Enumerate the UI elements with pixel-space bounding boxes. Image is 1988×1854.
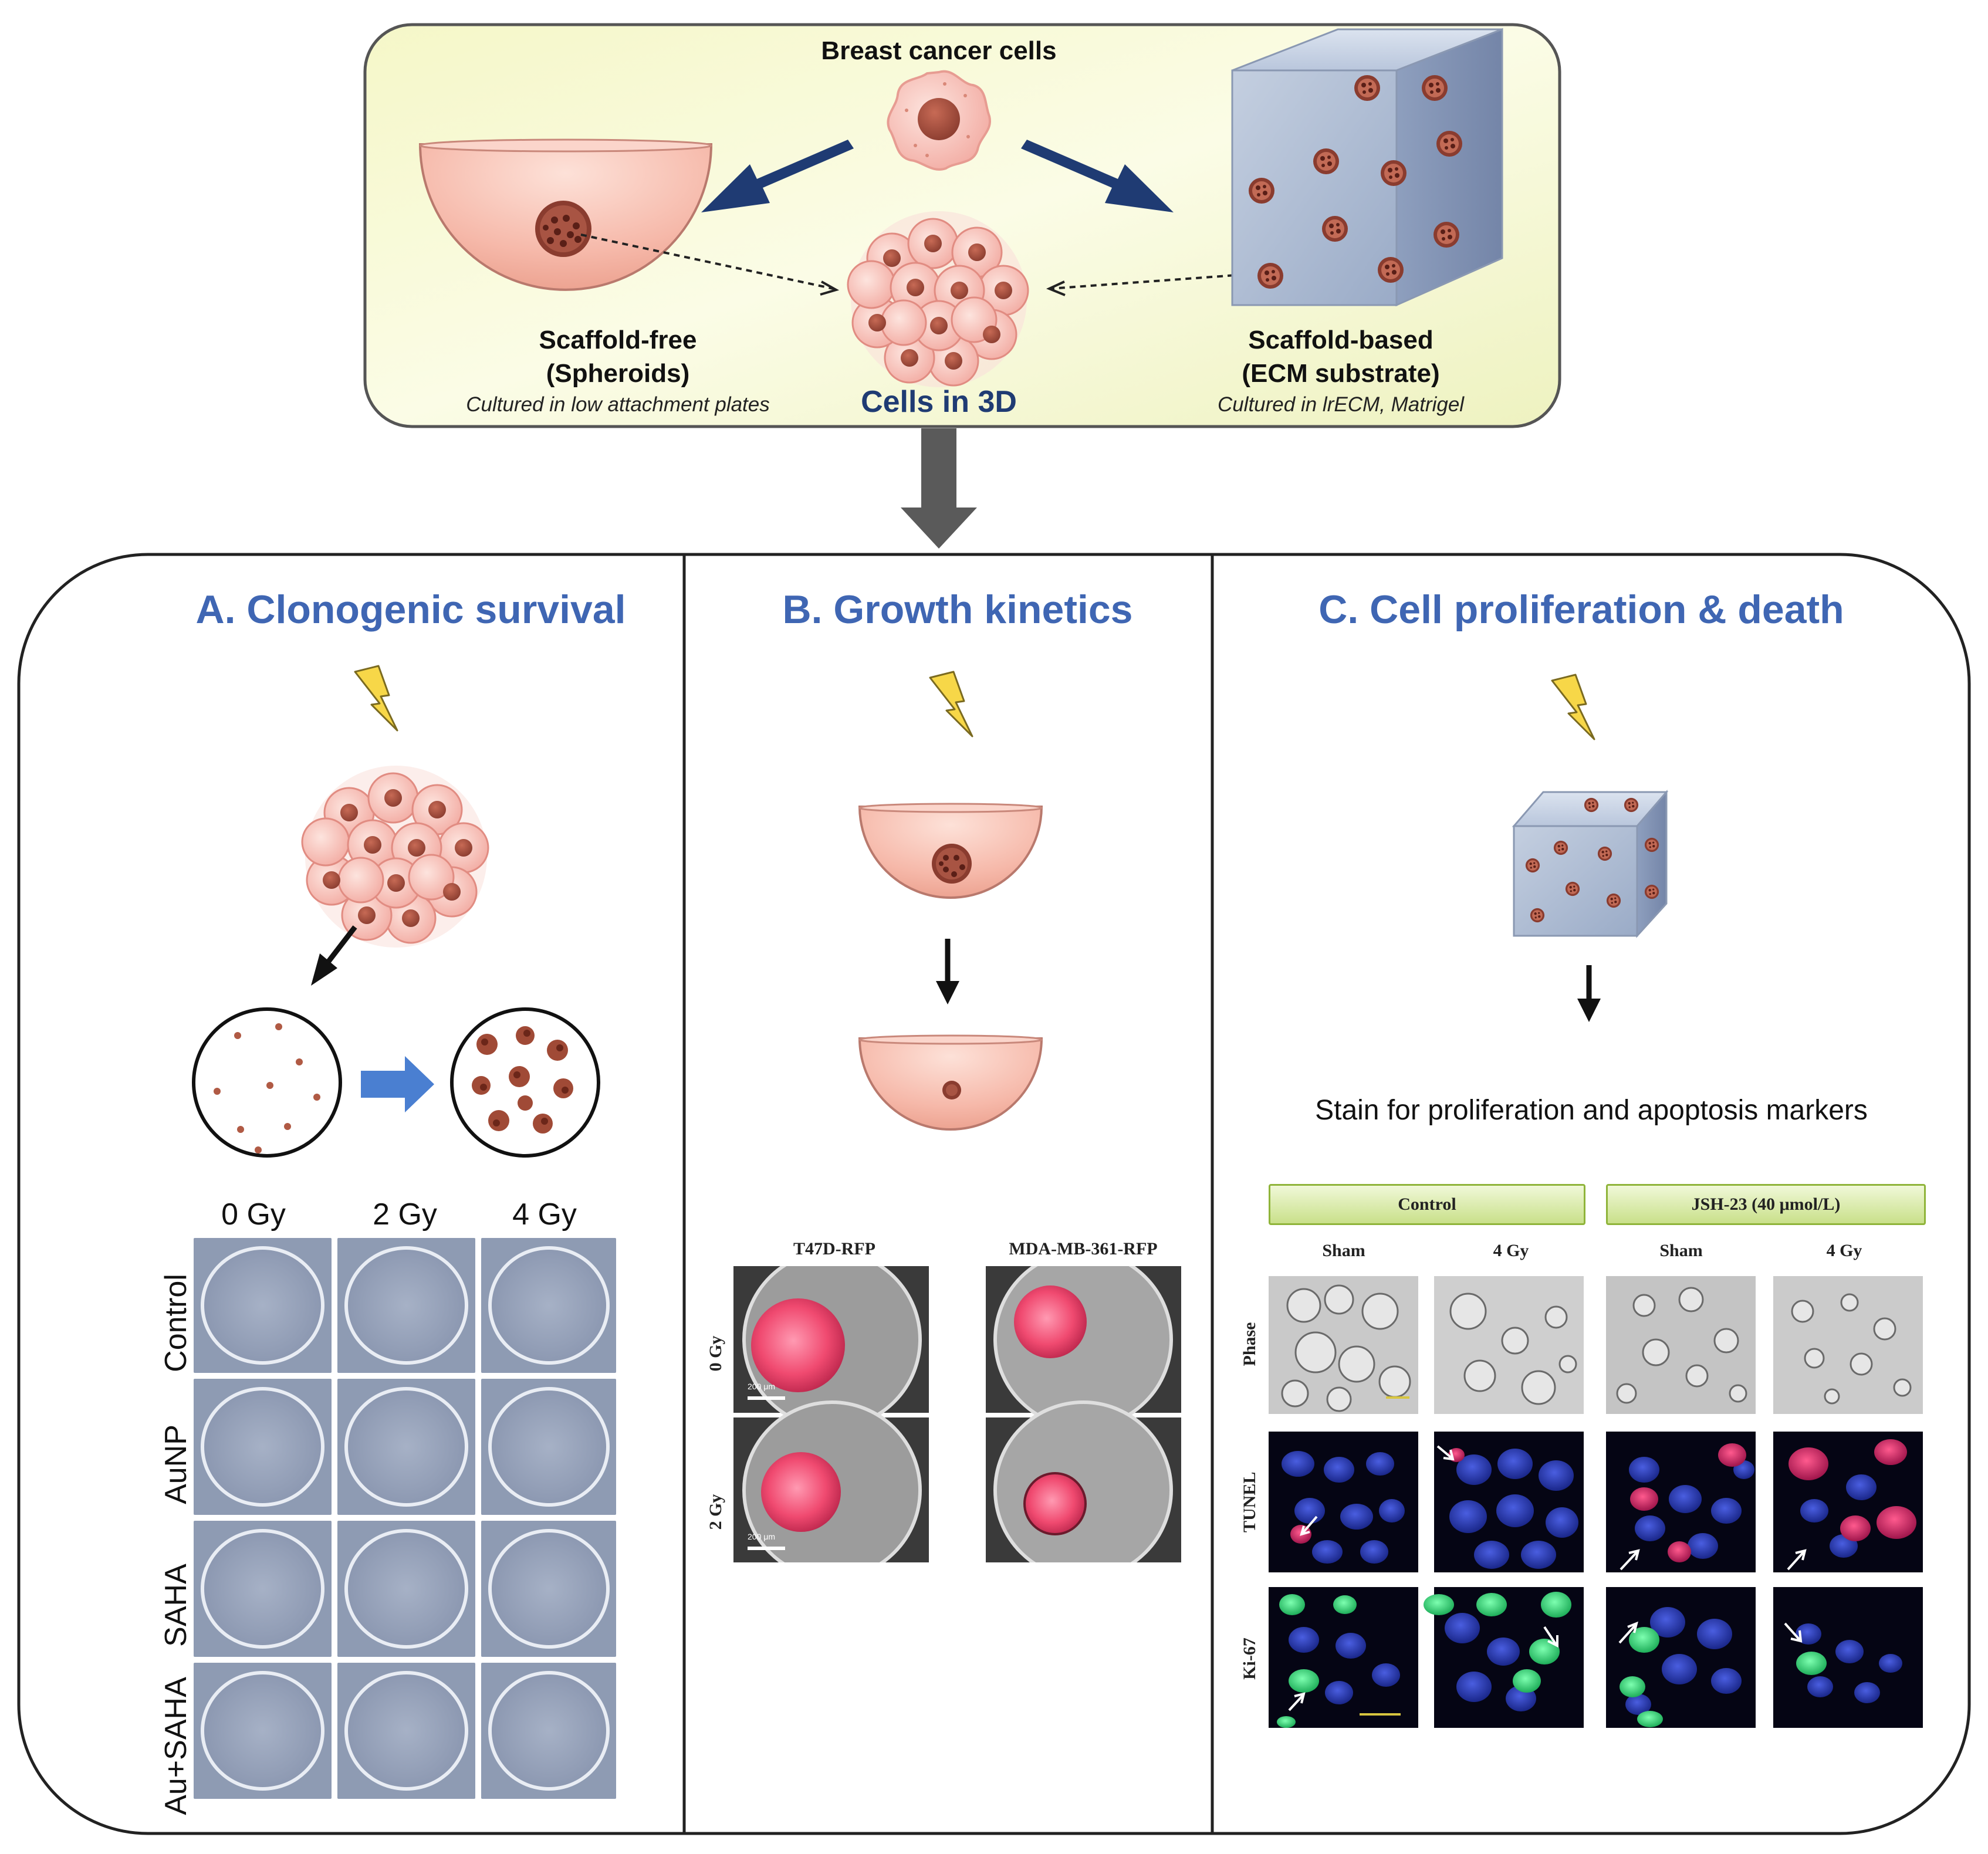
well-saha-2gy [337, 1521, 475, 1657]
row-label-phase: Phase [1240, 1322, 1259, 1366]
spheroid-dish-b-before [858, 803, 1043, 899]
row-label-aunp: AuNP [159, 1425, 193, 1504]
well-saha-4gy [481, 1521, 616, 1657]
row-label-ki67: Ki-67 [1240, 1638, 1259, 1680]
growth-micrographs [733, 1266, 1181, 1562]
well-aunp-0gy [194, 1379, 332, 1515]
scaffold-based-title: Scaffold-based [1248, 326, 1433, 354]
row-label-au-saha: Au+SAHA [159, 1677, 193, 1815]
dose-4gy-a: 4 Gy [512, 1197, 577, 1232]
arrow-down-c [1577, 965, 1601, 1022]
dashed-arrows [580, 234, 1245, 296]
ecm-cube-c [1512, 789, 1669, 938]
tunel-row [1269, 1432, 1923, 1572]
scaffold-free-title: Scaffold-free [539, 326, 697, 354]
panel-a-title: A. Clonogenic survival [195, 587, 626, 632]
well-control-4gy [481, 1238, 616, 1373]
stain-caption: Stain for proliferation and apoptosis ma… [1315, 1095, 1868, 1126]
scaffold-free-subtitle: (Spheroids) [546, 359, 690, 388]
arrow-to-ecm [1021, 140, 1174, 212]
ecm-cube [1231, 28, 1503, 307]
annotation-arrows [1288, 1445, 1807, 1711]
cells-in-3d-cluster [847, 211, 1029, 387]
dose-0gy-b: 0 Gy [706, 1335, 725, 1372]
main-down-arrow [901, 428, 977, 549]
group-header-jsh23: JSH-23 (40 μmol/L) [1606, 1184, 1926, 1225]
dose-2gy-b: 2 Gy [706, 1494, 725, 1530]
cell-line-t47d: T47D-RFP [793, 1239, 875, 1258]
well-ausaha-0gy [194, 1663, 332, 1799]
well-control-2gy [337, 1238, 475, 1373]
condition-4gy-1: 4 Gy [1493, 1241, 1529, 1260]
phase-row [1269, 1276, 1923, 1414]
scale-bar-label-1: 200 μm [748, 1382, 775, 1391]
condition-4gy-2: 4 Gy [1826, 1241, 1862, 1260]
top-title: Breast cancer cells [821, 36, 1057, 65]
group-label-jsh23: JSH-23 (40 μmol/L) [1691, 1195, 1841, 1214]
petri-dish-colonies [450, 1007, 600, 1158]
cell-line-mda: MDA-MB-361-RFP [1009, 1239, 1158, 1258]
spheroid-dish-b-after [858, 1034, 1043, 1131]
dose-0gy-a: 0 Gy [221, 1197, 286, 1232]
arrow-to-spheroid [701, 140, 854, 212]
single-cancer-cell [887, 70, 992, 171]
row-label-control: Control [159, 1274, 193, 1372]
group-label-control: Control [1398, 1195, 1456, 1214]
scale-bar-label-2: 200 μm [748, 1532, 775, 1541]
well-ausaha-4gy [481, 1663, 616, 1799]
well-ausaha-2gy [337, 1663, 475, 1799]
well-control-0gy [194, 1238, 332, 1373]
well-aunp-4gy [481, 1379, 616, 1515]
group-header-control: Control [1269, 1184, 1585, 1225]
cells-in-3d-label: Cells in 3D [861, 385, 1017, 419]
scaffold-based-subtitle: (ECM substrate) [1242, 359, 1440, 388]
condition-sham-2: Sham [1659, 1241, 1703, 1260]
scaffold-based-note: Cultured in lrECM, Matrigel [1217, 393, 1465, 416]
ki67-row [1269, 1587, 1923, 1728]
row-label-saha: SAHA [159, 1564, 193, 1647]
scaffold-free-note: Cultured in low attachment plates [466, 393, 770, 416]
blue-arrow-a [361, 1056, 434, 1112]
arrow-down-b [936, 939, 959, 1004]
spheroid-dish [418, 138, 713, 291]
dose-2gy-a: 2 Gy [373, 1197, 437, 1232]
panel-b-title: B. Growth kinetics [782, 587, 1133, 632]
row-label-tunel: TUNEL [1240, 1471, 1259, 1532]
condition-sham-1: Sham [1322, 1241, 1365, 1260]
arrow-to-dish-a [311, 925, 357, 986]
well-aunp-2gy [337, 1379, 475, 1515]
stain-micrographs [1269, 1276, 1923, 1728]
well-saha-0gy [194, 1521, 332, 1657]
panel-c-title: C. Cell proliferation & death [1318, 587, 1844, 632]
petri-dish-seeded [192, 1007, 342, 1158]
